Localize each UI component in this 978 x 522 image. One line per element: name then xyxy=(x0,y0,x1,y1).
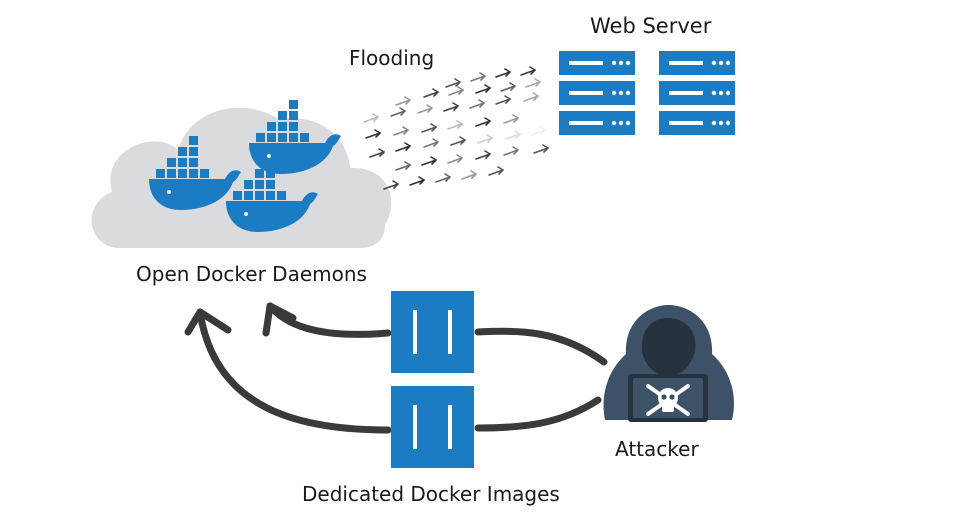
dedicated-docker-images-label: Dedicated Docker Images xyxy=(302,482,560,506)
attack-arrow-upper xyxy=(474,327,608,366)
server-rack-icon xyxy=(559,51,635,135)
open-docker-daemons-label: Open Docker Daemons xyxy=(136,262,367,286)
flooding-label: Flooding xyxy=(349,46,435,70)
container-image-icon xyxy=(391,291,474,373)
attack-arrow-lower xyxy=(474,396,602,432)
container-image-icon xyxy=(391,386,474,468)
attack-arrows xyxy=(184,302,608,434)
skull-crossbones-icon xyxy=(646,384,690,416)
dedicated-docker-images xyxy=(391,291,474,468)
web-server-group xyxy=(559,51,735,135)
web-server-label: Web Server xyxy=(590,14,712,38)
attack-arrowhead xyxy=(262,302,297,337)
hooded-hacker-icon xyxy=(603,305,734,422)
attack-arrowhead xyxy=(184,308,232,336)
server-rack-icon xyxy=(659,51,735,135)
attack-arrow-upper xyxy=(266,302,392,338)
attacker-label: Attacker xyxy=(615,437,699,461)
cloud-icon xyxy=(91,107,392,248)
flooding-arrows xyxy=(363,66,549,190)
docker-cloud xyxy=(91,100,392,248)
attack-arrow-lower xyxy=(196,308,392,434)
